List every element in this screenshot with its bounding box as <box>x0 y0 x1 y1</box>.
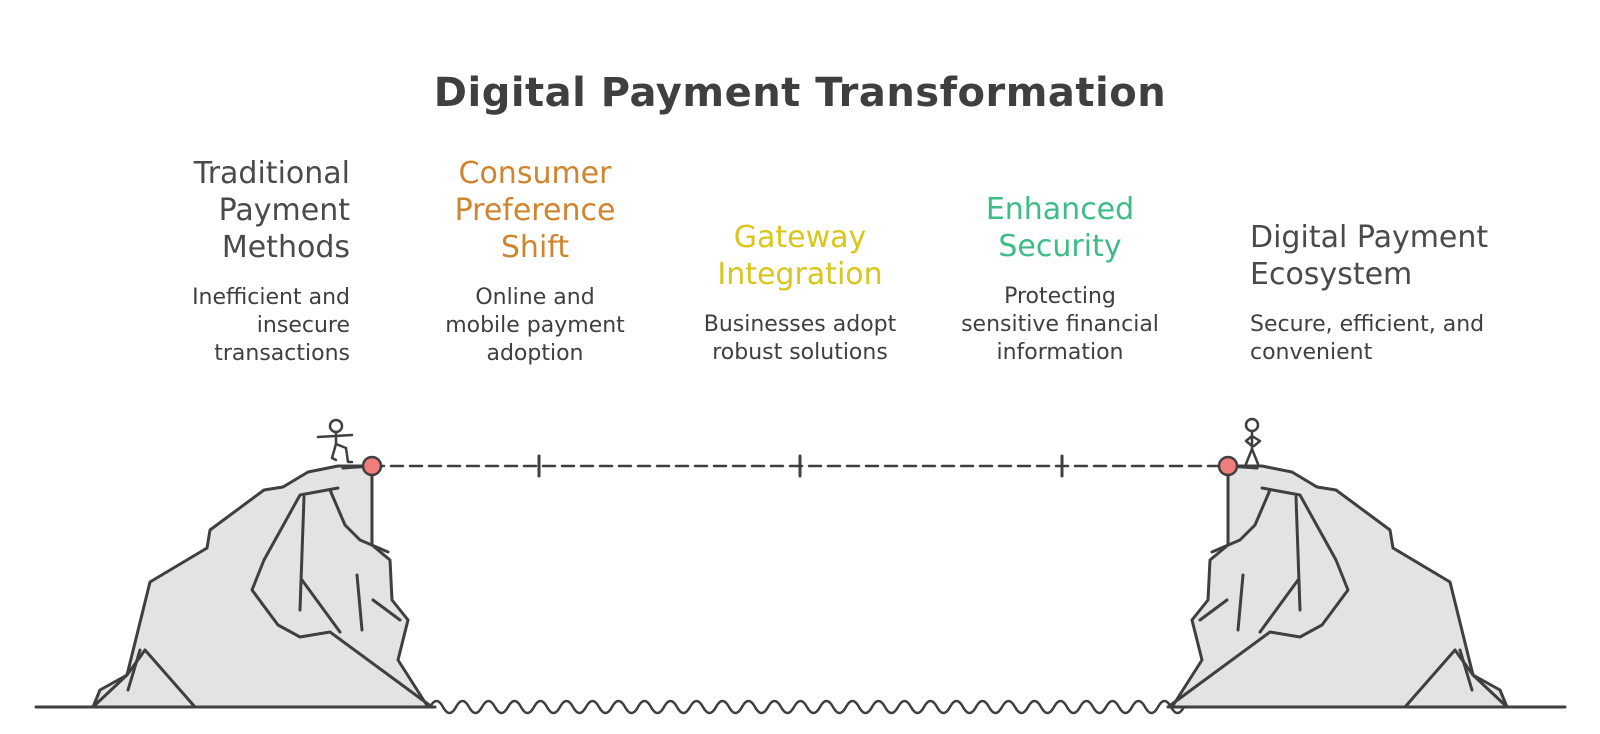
stage-traditional-payment-methods: Traditional Payment Methods Inefficient … <box>90 155 350 368</box>
heading-line: Preference <box>454 193 616 228</box>
stage-digital-payment-ecosystem: Digital Payment Ecosystem Secure, effici… <box>1250 219 1580 367</box>
end-point-marker <box>1217 455 1239 477</box>
description-line: adoption <box>486 341 584 366</box>
stage-heading: Enhanced Security <box>925 191 1195 265</box>
stage-heading: Traditional Payment Methods <box>90 155 350 266</box>
heading-line: Consumer <box>458 156 612 191</box>
description-line: Secure, efficient, and <box>1250 312 1485 337</box>
right-cliff <box>1166 464 1509 709</box>
stage-description: Businesses adopt robust solutions <box>665 311 935 367</box>
heading-line: Integration <box>717 257 883 292</box>
heading-line: Security <box>998 229 1122 264</box>
stage-description: Online and mobile payment adoption <box>405 284 665 368</box>
description-line: Online and <box>475 285 595 310</box>
description-line: information <box>996 340 1124 365</box>
stage-gateway-integration: Gateway Integration Businesses adopt rob… <box>665 219 935 367</box>
description-line: Protecting <box>1004 284 1116 309</box>
description-line: convenient <box>1250 340 1373 365</box>
standing-person-icon <box>1244 417 1262 466</box>
stage-heading: Consumer Preference Shift <box>405 155 665 266</box>
description-line: insecure <box>256 313 350 338</box>
stage-description: Protecting sensitive financial informati… <box>925 283 1195 367</box>
description-line: Inefficient and <box>192 285 350 310</box>
description-line: robust solutions <box>712 340 888 365</box>
heading-line: Gateway <box>733 220 867 255</box>
description-line: Businesses adopt <box>703 312 897 337</box>
left-cliff <box>91 464 434 709</box>
heading-line: Traditional <box>193 156 350 191</box>
stage-consumer-preference-shift: Consumer Preference Shift Online and mob… <box>405 155 665 368</box>
description-line: transactions <box>214 341 350 366</box>
walking-person-icon <box>316 418 354 464</box>
description-line: mobile payment <box>445 313 625 338</box>
heading-line: Shift <box>500 230 570 265</box>
heading-line: Enhanced <box>985 192 1135 227</box>
heading-line: Methods <box>221 230 350 265</box>
start-point-marker <box>361 455 383 477</box>
description-line: sensitive financial <box>961 312 1159 337</box>
stage-heading: Gateway Integration <box>665 219 935 293</box>
heading-line: Payment <box>218 193 350 228</box>
stage-enhanced-security: Enhanced Security Protecting sensitive f… <box>925 191 1195 367</box>
stage-description: Inefficient and insecure transactions <box>90 284 350 368</box>
stage-heading: Digital Payment Ecosystem <box>1250 219 1580 293</box>
diagram-title: Digital Payment Transformation <box>433 70 1167 116</box>
stage-description: Secure, efficient, and convenient <box>1250 311 1580 367</box>
heading-line: Digital Payment <box>1250 220 1489 255</box>
water-waves <box>428 699 1186 715</box>
heading-line: Ecosystem <box>1250 257 1413 292</box>
